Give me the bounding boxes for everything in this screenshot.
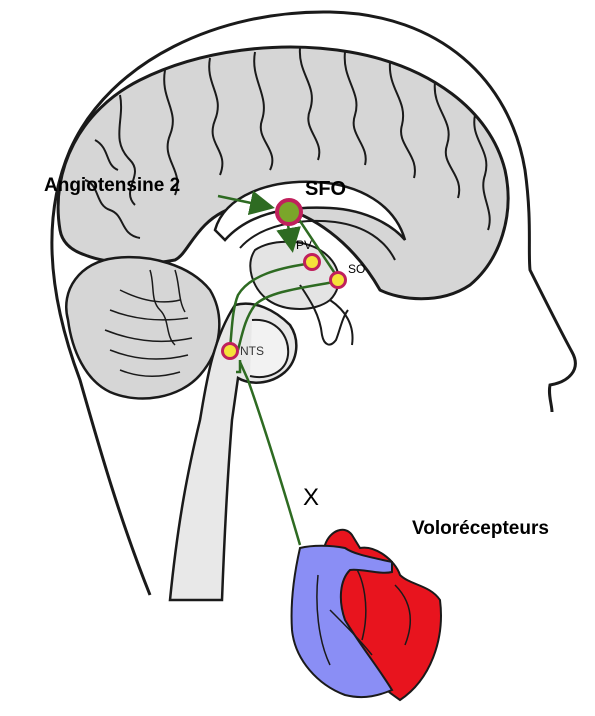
sfo-nucleus xyxy=(277,200,301,224)
sfo-label: SFO xyxy=(305,178,346,201)
heart xyxy=(292,530,441,700)
angiotensine-label: Angiotensine 2 xyxy=(44,175,180,197)
so-label: SO xyxy=(348,262,365,276)
pv-label: PV xyxy=(296,238,312,252)
x-label: X xyxy=(303,484,319,512)
cerebellum xyxy=(66,257,219,398)
nts-nucleus xyxy=(223,344,238,359)
nts-label: NTS xyxy=(240,344,264,358)
so-nucleus xyxy=(331,273,346,288)
pv-nucleus xyxy=(305,255,320,270)
volorecepteurs-label: Volorécepteurs xyxy=(412,518,549,540)
